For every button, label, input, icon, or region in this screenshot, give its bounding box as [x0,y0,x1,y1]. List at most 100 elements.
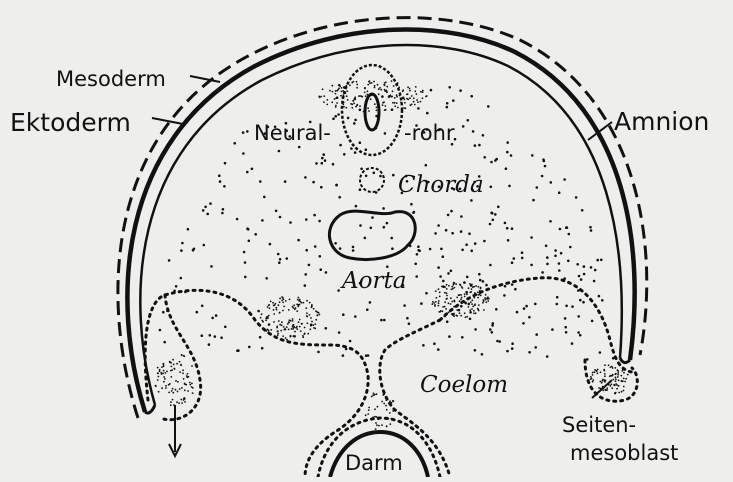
stipple-dot [469,311,472,314]
dense-stipple-dot [420,91,422,93]
stipple-dot [425,292,428,295]
dense-stipple-dot [335,93,337,95]
dense-stipple-dot [615,377,617,379]
dense-stipple-dot [385,109,387,111]
stipple-dot [359,188,362,191]
dense-stipple-dot [364,88,366,90]
stipple-dot [462,125,465,128]
dense-stipple-dot [475,285,477,287]
stipple-dot [243,251,246,254]
dense-stipple-dot [352,81,354,83]
dense-stipple-dot [386,425,388,427]
dense-stipple-dot [396,96,398,98]
dense-stipple-dot [169,383,171,385]
dense-stipple-dot [279,312,281,314]
dense-stipple-dot [623,390,625,392]
dense-stipple-dot [175,380,177,382]
stipple-dot [305,218,308,221]
stipple-dot [242,131,245,134]
stipple-dot [437,224,440,227]
label-coelom: Coelom [420,372,508,398]
dense-stipple-dot [192,387,194,389]
stipple-dot [304,176,307,179]
dense-stipple-dot [374,408,376,410]
stipple-dot [470,95,473,98]
dense-stipple-dot [166,371,168,373]
label-chorda: Chorda [398,172,484,198]
dense-stipple-dot [268,315,270,317]
dense-stipple-dot [267,306,269,308]
stipple-dot [314,245,317,248]
stipple-dot [201,334,204,337]
dense-stipple-dot [473,312,475,314]
stipple-dot [279,216,282,219]
dense-stipple-dot [384,90,386,92]
stipple-dot [325,271,328,274]
stipple-dot [580,278,583,281]
stipple-dot [175,285,178,288]
dense-stipple-dot [374,103,376,105]
dense-stipple-dot [334,98,336,100]
dense-stipple-dot [384,105,386,107]
dense-stipple-dot [482,302,484,304]
stipple-dot [504,222,507,225]
dense-stipple-dot [326,104,328,106]
dense-stipple-dot [610,366,612,368]
stipple-dot [487,105,490,108]
stipple-dot [349,340,352,343]
dense-stipple-dot [383,403,385,405]
stipple-dot [575,196,578,199]
stipple-dot [489,223,492,226]
stipple-dot [446,102,449,105]
stipple-dot [254,233,257,236]
dense-stipple-dot [170,401,172,403]
dense-stipple-dot [157,367,159,369]
stipple-dot [219,180,222,183]
dense-stipple-dot [184,389,186,391]
dense-stipple-dot [380,89,382,91]
dense-stipple-dot [260,317,262,319]
stipple-dot [534,346,537,349]
stipple-dot [445,229,448,232]
stipple-dot [490,186,493,189]
label-ektoderm: Ektoderm [10,108,131,137]
stipple-dot [511,261,514,264]
dense-stipple-dot [299,299,301,301]
dense-stipple-dot [470,301,472,303]
stipple-dot [420,302,423,305]
dense-stipple-dot [392,102,394,104]
dense-stipple-dot [170,362,172,364]
dense-stipple-dot [456,309,458,311]
dense-stipple-dot [444,306,446,308]
dense-stipple-dot [471,303,473,305]
dense-stipple-dot [297,299,299,301]
chorda-circle [360,168,384,192]
stipple-dot [359,109,362,112]
dense-stipple-dot [307,333,309,335]
dense-stipple-dot [446,295,448,297]
dense-stipple-dot [391,80,393,82]
dense-stipple-dot [319,97,321,99]
dense-stipple-dot [438,311,440,313]
stipple-dot [324,159,327,162]
dense-stipple-dot [346,95,348,97]
dense-stipple-dot [612,367,614,369]
stipple-dot [522,322,525,325]
dense-stipple-dot [157,372,159,374]
dense-stipple-dot [373,81,375,83]
stipple-dot [460,230,463,233]
dense-stipple-dot [335,97,337,99]
stipple-dot [511,342,514,345]
dense-stipple-dot [335,90,337,92]
dense-stipple-dot [306,300,308,302]
stipple-dot [601,299,604,302]
dense-stipple-dot [591,378,593,380]
dense-stipple-dot [180,399,182,401]
dense-stipple-dot [480,287,482,289]
stipple-dot [528,316,531,319]
dense-stipple-dot [295,307,297,309]
dense-stipple-dot [411,95,413,97]
stipple-dot [209,334,212,337]
stipple-dot [242,152,245,155]
dense-stipple-dot [416,99,418,101]
